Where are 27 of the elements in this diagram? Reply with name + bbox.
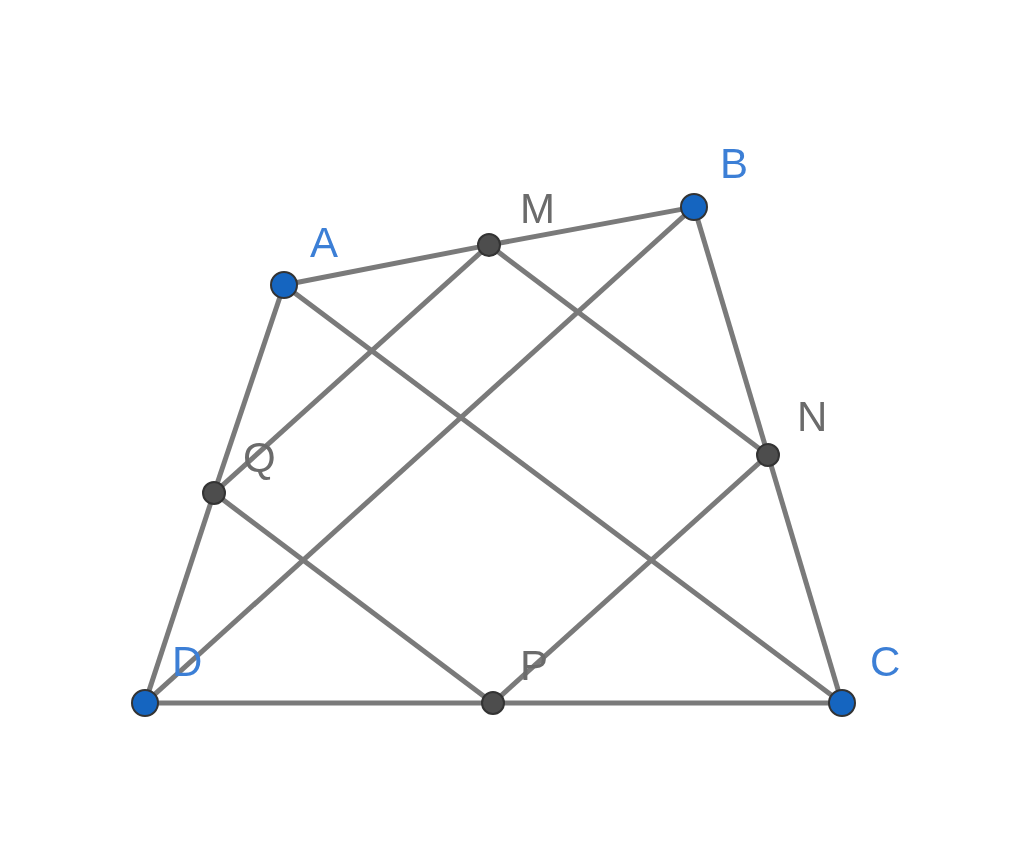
point-label: B bbox=[720, 140, 748, 187]
point-dot bbox=[477, 233, 501, 257]
line-segment bbox=[499, 460, 762, 698]
line-segment bbox=[146, 502, 213, 692]
point-label: A bbox=[310, 219, 338, 266]
line-segment bbox=[499, 206, 682, 246]
line-segment bbox=[768, 464, 841, 692]
point-dot bbox=[202, 481, 226, 505]
line-segment bbox=[695, 218, 768, 446]
point-dot bbox=[828, 689, 856, 717]
line-segment bbox=[220, 250, 483, 488]
point-label: N bbox=[797, 393, 828, 440]
line-segment bbox=[292, 290, 834, 698]
point-dot bbox=[270, 271, 298, 299]
line-segment bbox=[158, 700, 482, 706]
point-label: M bbox=[520, 185, 555, 232]
line-segment bbox=[215, 296, 283, 484]
line-segment bbox=[296, 244, 479, 285]
point-dot bbox=[131, 689, 159, 717]
line-segment bbox=[221, 497, 486, 699]
point-dot bbox=[680, 193, 708, 221]
line-segment bbox=[496, 249, 761, 451]
point-label: C bbox=[870, 638, 901, 685]
line-segment bbox=[504, 700, 829, 706]
point-dot bbox=[756, 443, 780, 467]
line-segment bbox=[152, 213, 687, 697]
point-dot bbox=[481, 691, 505, 715]
